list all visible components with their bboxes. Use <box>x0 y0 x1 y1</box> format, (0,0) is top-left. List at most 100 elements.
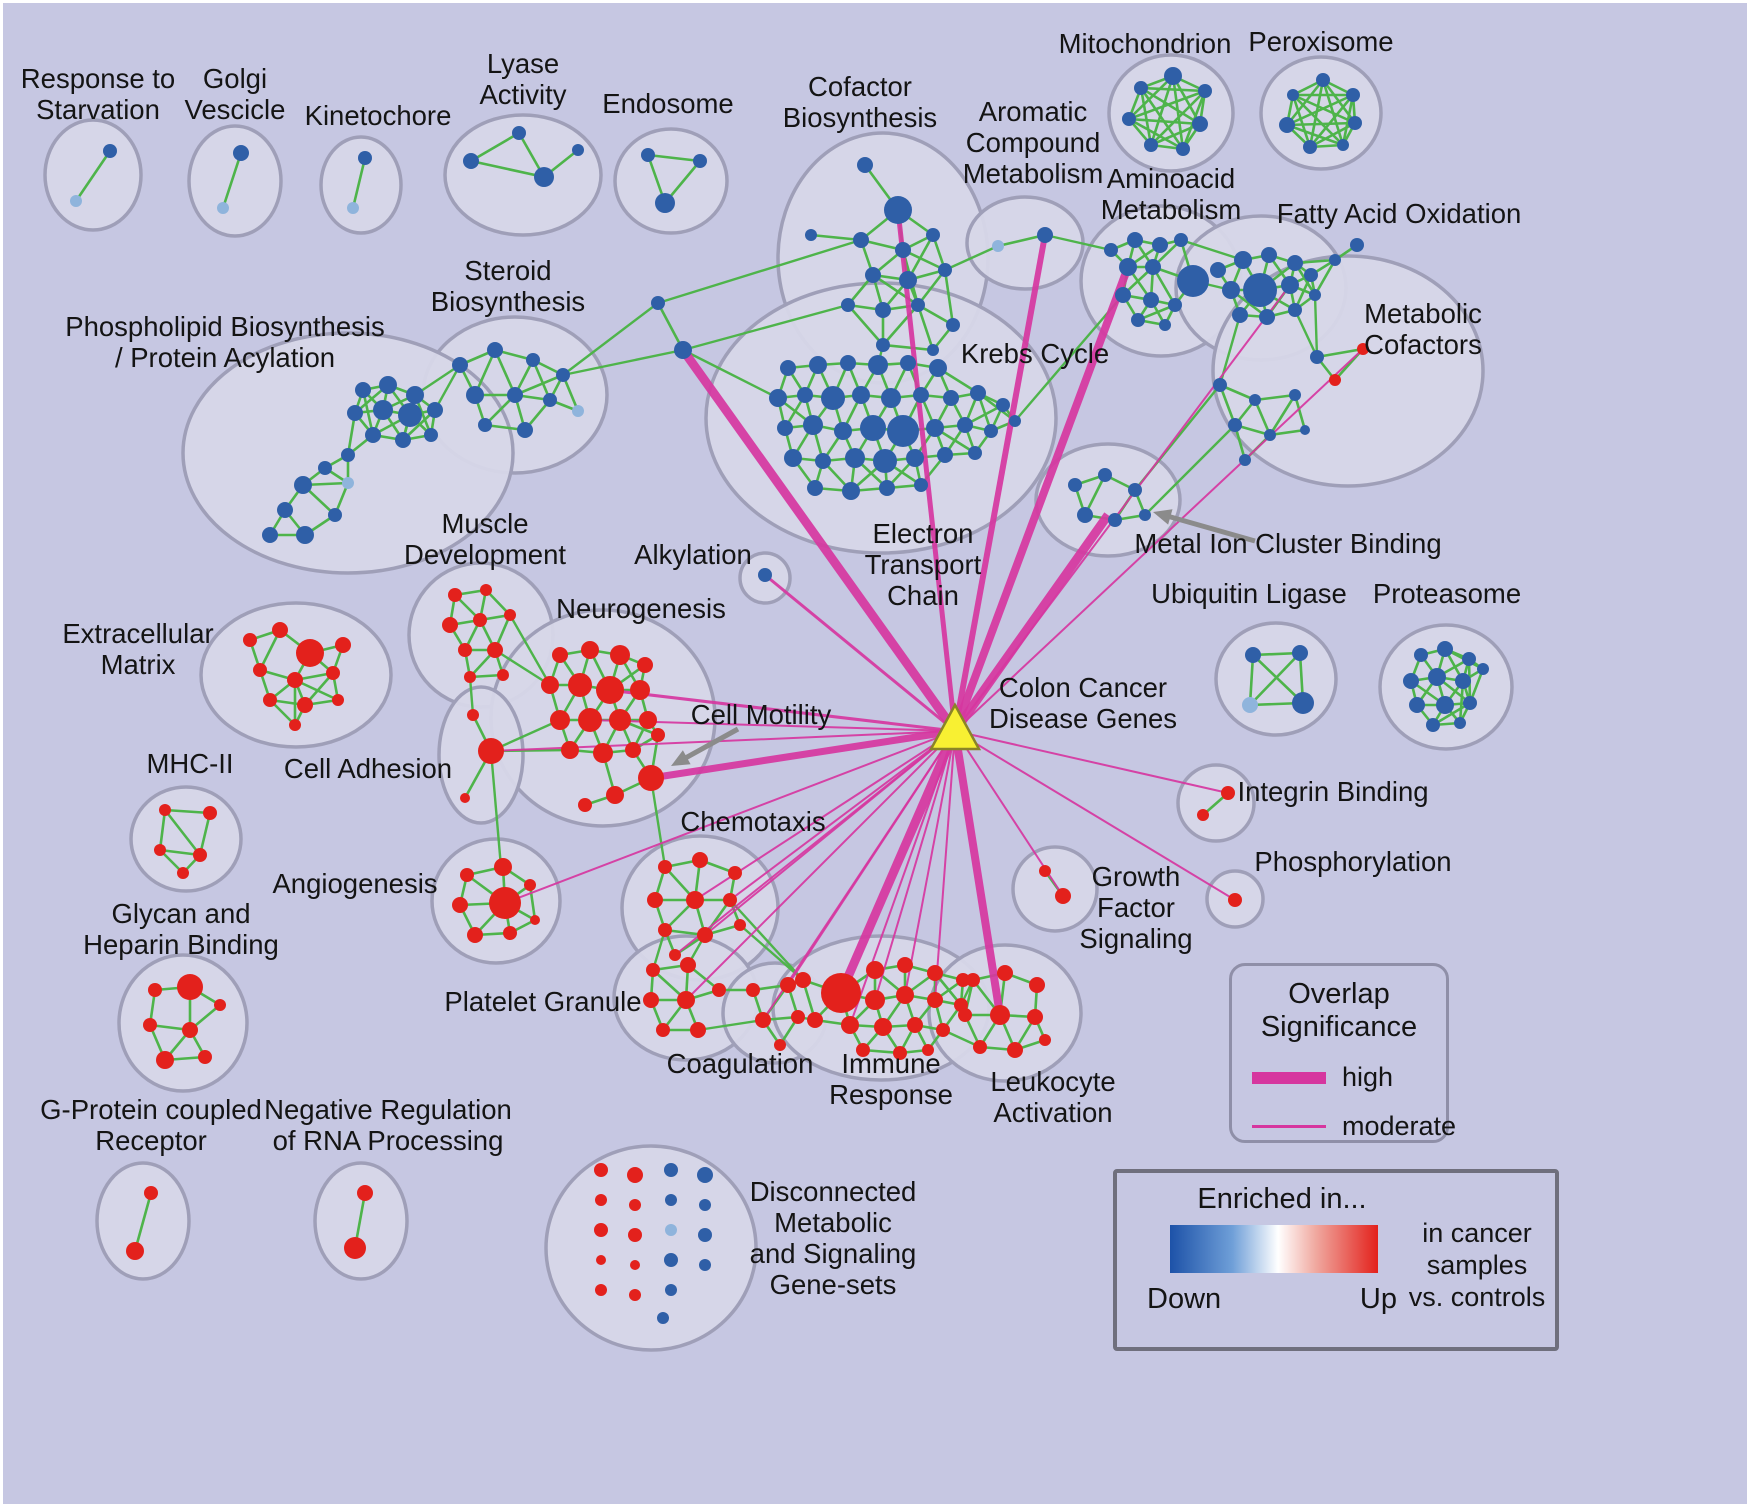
gene-set-node <box>214 999 226 1011</box>
gene-set-edge <box>531 359 552 401</box>
cluster-ellipse-lyase-activity <box>443 113 603 237</box>
gene-set-node <box>755 1012 771 1028</box>
gene-set-node <box>881 388 901 408</box>
overlap-significance-edge <box>504 730 956 904</box>
gene-set-node <box>1131 313 1145 327</box>
label-phosphorylation: Phosphorylation <box>1254 846 1451 877</box>
cross-cluster-edge <box>1144 424 1236 516</box>
gene-set-node <box>853 232 869 248</box>
legend-enriched-title: Enriched in... <box>1197 1183 1367 1215</box>
gene-set-node <box>1409 697 1425 713</box>
gene-set-node <box>596 1255 606 1265</box>
gene-set-edge <box>221 152 243 209</box>
gene-set-node <box>1329 254 1341 266</box>
gene-set-node <box>774 1039 786 1051</box>
gene-set-node <box>1152 237 1168 253</box>
label-proteasome: Proteasome <box>1373 578 1521 609</box>
cluster-ellipse-aromatic-compound-metabolism <box>965 195 1085 291</box>
gene-set-edge <box>1285 79 1325 126</box>
gene-set-node <box>1245 647 1261 663</box>
gene-set-node <box>996 398 1010 412</box>
gene-set-node <box>637 657 653 673</box>
gene-set-node <box>821 386 845 410</box>
gene-set-node <box>1414 648 1428 662</box>
gene-set-node <box>1436 696 1454 714</box>
gene-set-node <box>478 738 504 764</box>
gene-set-node <box>876 338 890 352</box>
gene-set-node <box>1159 319 1171 331</box>
gene-set-edge <box>943 269 955 326</box>
gene-set-node <box>803 415 823 435</box>
gene-set-node <box>927 965 943 981</box>
gene-set-node <box>1119 258 1137 276</box>
gene-set-node <box>655 193 675 213</box>
gene-set-node <box>914 478 928 492</box>
gene-set-node <box>1249 394 1261 406</box>
down-label: Down <box>1147 1283 1222 1315</box>
gene-set-node <box>641 148 655 162</box>
gene-set-node <box>780 360 796 376</box>
gene-set-edge <box>198 812 212 856</box>
gene-set-node <box>821 973 861 1013</box>
overlap-significance-edge <box>954 348 1364 732</box>
overlap-significance-edge <box>764 573 956 733</box>
gene-set-node <box>866 961 884 979</box>
gene-set-node <box>489 887 521 919</box>
legend-overlap-title-line2: Significance <box>1260 1011 1418 1043</box>
legend-enriched-in: Enriched in... Down Up in cancer samples… <box>1113 1169 1559 1351</box>
gene-set-node <box>526 353 540 367</box>
gene-set-edge <box>1150 122 1201 147</box>
gene-set-node <box>1337 139 1349 151</box>
cross-cluster-edge <box>729 899 804 981</box>
gene-set-node <box>690 1022 706 1038</box>
gene-set-node <box>478 418 492 432</box>
gene-set-node <box>746 983 760 997</box>
gene-set-node <box>1304 268 1318 282</box>
gene-set-node <box>929 359 947 377</box>
gene-set-node <box>1261 247 1277 263</box>
gene-set-node <box>669 949 681 961</box>
label-ubiquitin-ligase: Ubiquitin Ligase <box>1151 578 1347 609</box>
gene-set-node <box>610 645 630 665</box>
gene-set-node <box>148 983 162 997</box>
gene-set-node <box>1287 255 1303 271</box>
gene-set-node <box>487 642 503 658</box>
layer-nodes <box>70 67 1489 1324</box>
overlap-significance-edge <box>954 284 1291 732</box>
gene-set-node <box>1300 425 1310 435</box>
high-significance-line-swatch <box>1252 1071 1326 1084</box>
gene-set-node <box>342 477 354 489</box>
cluster-ellipse-glycan-and-heparin-binding <box>117 953 249 1093</box>
gene-set-node <box>452 897 468 913</box>
overlap-significance-edge <box>685 730 956 1001</box>
gene-set-node <box>595 1194 607 1206</box>
gene-set-node <box>1242 697 1258 713</box>
label-coagulation: Coagulation <box>667 1048 814 1079</box>
cluster-ellipse-growth-factor-signaling <box>1011 845 1099 933</box>
gene-set-edge <box>351 157 367 209</box>
gene-set-node <box>1264 429 1276 441</box>
gene-set-node <box>723 893 737 907</box>
cross-cluster-edge <box>1014 294 1124 422</box>
gene-set-node <box>467 709 479 721</box>
gene-set-node <box>699 1259 711 1271</box>
gene-set-node <box>875 302 891 318</box>
gene-set-node <box>182 1022 198 1038</box>
gene-set-edge <box>514 373 564 397</box>
gene-set-node <box>517 422 533 438</box>
gene-set-node <box>990 1005 1010 1025</box>
gene-set-node <box>1228 418 1242 432</box>
gene-set-node <box>198 1050 212 1064</box>
gene-set-edge <box>1293 394 1307 431</box>
gene-set-edge <box>163 809 202 856</box>
gene-set-node <box>958 1008 972 1022</box>
gene-set-node <box>156 1051 174 1069</box>
gene-set-node <box>1463 696 1477 710</box>
gene-set-edge <box>847 304 884 346</box>
gene-set-node <box>347 202 359 214</box>
gene-set-node <box>1346 88 1360 102</box>
gene-set-node <box>504 609 516 621</box>
gene-set-node <box>512 126 526 140</box>
